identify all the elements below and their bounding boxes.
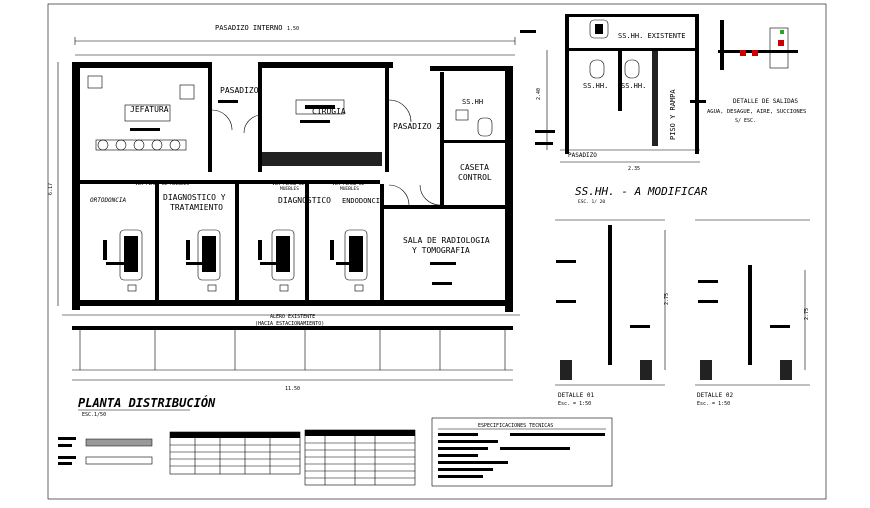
sshh-pasadizo-label: PASADIZO bbox=[568, 152, 597, 159]
sshh-height-dim: 2.40 bbox=[536, 88, 542, 100]
floor-plan: PASADIZO INTERNO 1.50 bbox=[48, 24, 520, 392]
sshh-pasadizo-dim: 2.35 bbox=[628, 166, 640, 172]
detalle-01-scale: Esc. = 1:50 bbox=[558, 401, 591, 407]
dental-chair-3 bbox=[271, 229, 295, 292]
detalle-salidas: DETALLE DE SALIDAS AGUA, DESAGUE, AIRE, … bbox=[707, 20, 806, 124]
dental-chair-4 bbox=[344, 229, 368, 292]
sshh-modificar-title: SS.HH. - A MODIFICAR bbox=[575, 185, 708, 198]
detalle-02: 2.75 DETALLE 02 Esc. = 1:50 bbox=[695, 219, 810, 407]
room-diag-trat-1: DIAGNOSTICO Y bbox=[163, 193, 226, 202]
sshh-existente-plan: SS.HH. EXISTENTE SS.HH. SS.HH. PISO Y RA… bbox=[520, 14, 706, 172]
detalle-01-dim: 2.75 bbox=[664, 293, 670, 305]
detalle-02-scale: Esc. = 1:50 bbox=[697, 401, 730, 407]
sshh-existente-label: SS.HH. EXISTENTE bbox=[618, 32, 685, 40]
sshh-b-label: SS.HH. bbox=[621, 82, 646, 90]
room-pasadizo-2: PASADIZO 2 bbox=[393, 122, 441, 131]
note-ver-plano-2b: MUEBLES bbox=[280, 186, 299, 192]
overall-width-dim: 11.50 bbox=[285, 386, 300, 392]
dental-chair-1 bbox=[119, 229, 143, 292]
table-2 bbox=[304, 429, 416, 486]
room-radiologia-1: SALA DE RADIOLOGIA bbox=[403, 236, 490, 245]
detalle-02-title: DETALLE 02 bbox=[697, 392, 734, 399]
specs-box: ESPECIFICACIONES TECNICAS bbox=[431, 417, 613, 487]
room-endodoncia: ENDODONCIA bbox=[342, 197, 385, 205]
note-alero-1: ALERO EXISTENTE bbox=[270, 314, 315, 320]
room-sshh: SS.HH bbox=[462, 98, 483, 106]
legend bbox=[58, 437, 153, 465]
room-jefatura: JEFATURA bbox=[130, 105, 169, 114]
note-ver-plano-2a: VER PLANO DE bbox=[272, 181, 305, 187]
sheet-border bbox=[47, 3, 827, 500]
room-pasadizo: PASADIZO bbox=[220, 86, 259, 95]
detalle-01: 2.75 DETALLE 01 Esc. = 1:50 bbox=[555, 219, 670, 407]
overall-height-dim: 6.17 bbox=[48, 183, 54, 195]
corridor-dim: 1.50 bbox=[287, 26, 299, 32]
table-1 bbox=[169, 431, 301, 475]
detalle-salidas-subtitle: AGUA, DESAGUE, AIRE, SUCCIONES bbox=[707, 109, 806, 115]
detalle-salidas-title: DETALLE DE SALIDAS bbox=[733, 98, 798, 105]
corridor-label: PASADIZO INTERNO bbox=[215, 24, 282, 32]
specs-title: ESPECIFICACIONES TECNICAS bbox=[478, 423, 553, 429]
detalle-01-title: DETALLE 01 bbox=[558, 392, 595, 399]
piso-rampa-label: PISO Y RAMPA bbox=[669, 89, 677, 140]
sshh-a-label: SS.HH. bbox=[583, 82, 608, 90]
room-diagnostico: DIAGNOSTICO bbox=[278, 196, 331, 205]
note-ver-plano-3a: VER PLANO DE bbox=[332, 181, 365, 187]
note-ver-plano-3b: MUEBLES bbox=[340, 186, 359, 192]
room-cirugia: CIRUGIA bbox=[312, 107, 346, 116]
room-ortodoncia: ORTODONCIA bbox=[90, 197, 127, 204]
dental-chair-2 bbox=[197, 229, 221, 292]
detalle-02-dim: 2.75 bbox=[804, 308, 810, 320]
detalle-salidas-scale: S/ ESC. bbox=[735, 118, 756, 124]
room-control: CONTROL bbox=[458, 173, 492, 182]
room-radiologia-2: Y TOMOGRAFIA bbox=[412, 246, 470, 255]
sshh-modificar-scale: ESC. 1/ 20 bbox=[578, 199, 605, 205]
note-ver-plano-1: VER PLANO DE MUEBLES bbox=[135, 181, 189, 187]
room-diag-trat-2: TRATAMIENTO bbox=[170, 203, 223, 212]
room-caseta: CASETA bbox=[460, 163, 489, 172]
plan-scale: ESC.1/50 bbox=[82, 412, 106, 418]
plan-title: PLANTA DISTRIBUCIÓN bbox=[78, 395, 216, 410]
note-alero-2: (HACIA ESTACIONAMIENTO) bbox=[255, 321, 324, 327]
